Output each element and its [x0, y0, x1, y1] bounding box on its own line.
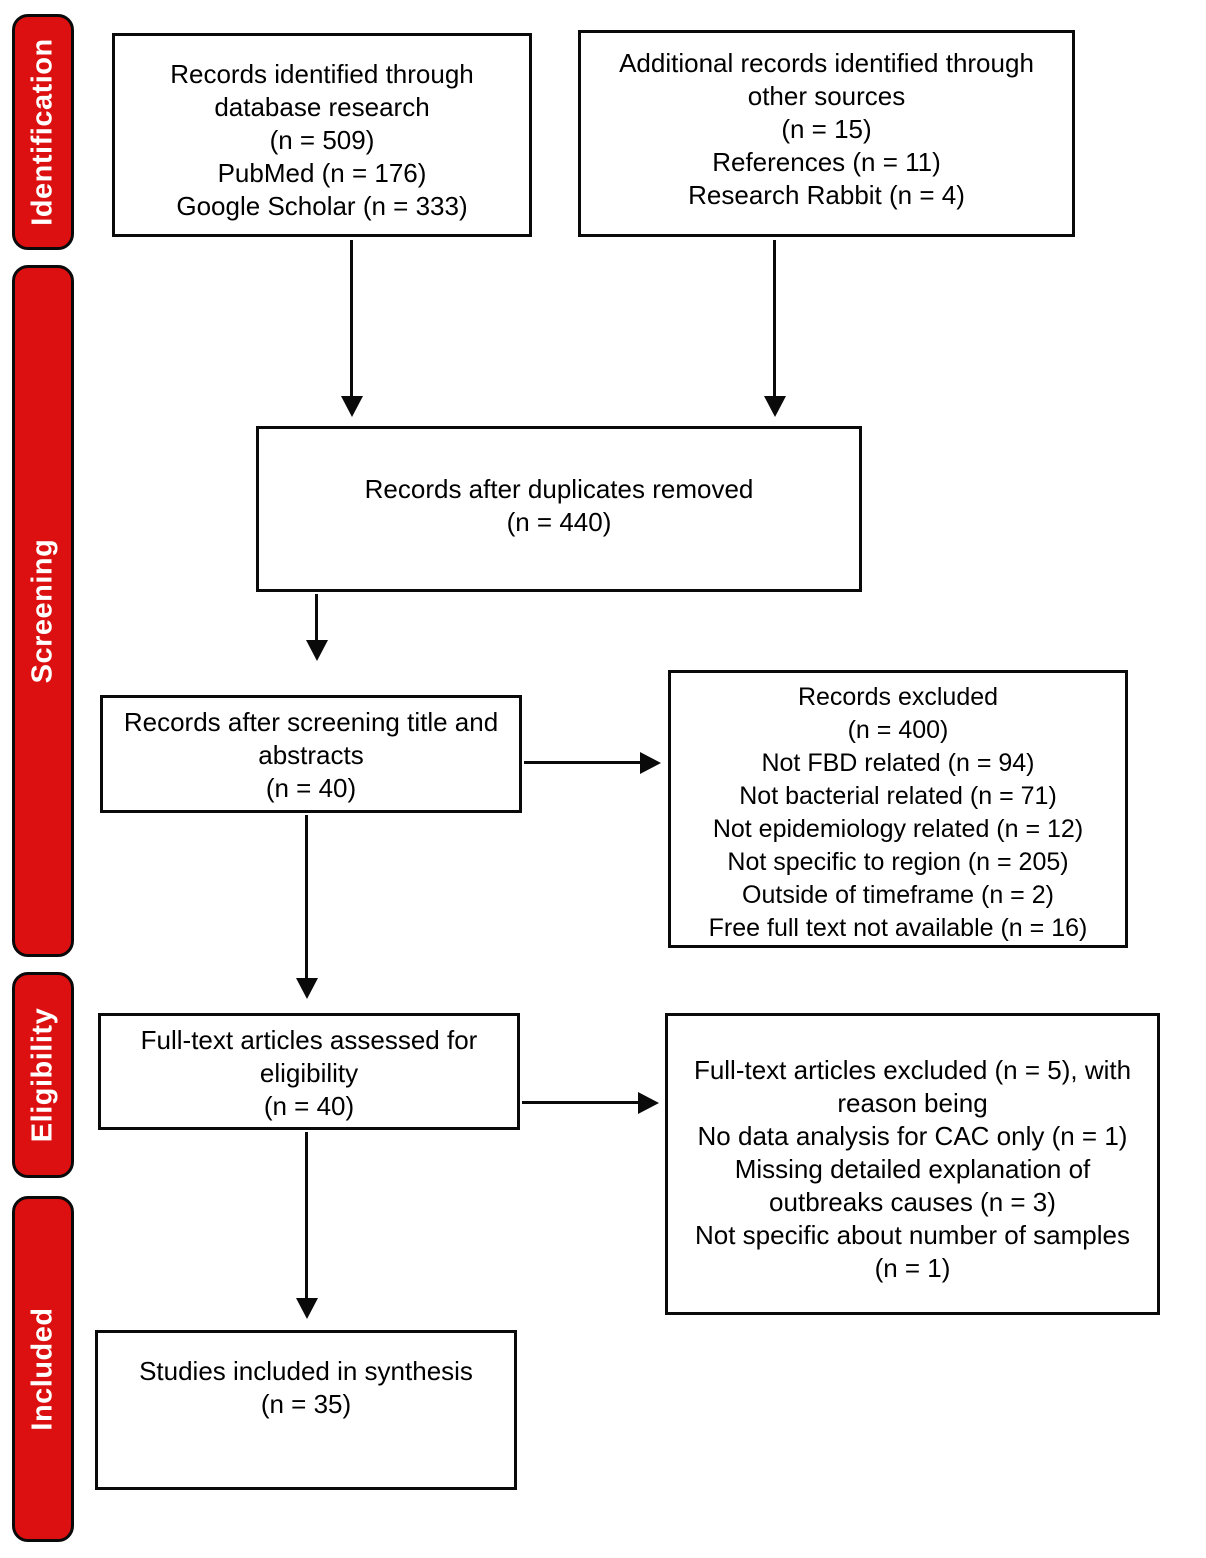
box-line: Not bacterial related (n = 71): [739, 782, 1057, 810]
box-line: (n = 40): [263, 1091, 355, 1121]
arrow-line-additional-to-duplicates: [773, 240, 776, 398]
stage-bar-identification: Identification: [12, 14, 74, 250]
box-line: (n = 440): [506, 507, 612, 537]
box-records-excluded: Records excluded (n = 400) Not FBD relat…: [668, 670, 1128, 948]
arrowhead-eligibility-to-excluded: [638, 1092, 659, 1114]
box-included-synthesis: Studies included in synthesis (n = 35): [95, 1330, 517, 1490]
box-line: (n = 1): [874, 1253, 951, 1283]
arrowhead-additional-to-duplicates: [764, 396, 786, 417]
box-line: Not specific about number of samples: [695, 1220, 1130, 1250]
box-line: (n = 509): [269, 125, 375, 155]
box-line: eligibility: [259, 1058, 359, 1088]
box-line: Google Scholar (n = 333): [176, 191, 468, 221]
box-line: other sources: [747, 81, 906, 111]
box-line: Studies included in synthesis: [139, 1356, 473, 1386]
box-line: (n = 15): [781, 114, 872, 144]
box-screened-title-abstract: Records after screening title and abstra…: [100, 695, 522, 813]
box-line: Records excluded: [797, 683, 999, 711]
box-line: Outside of timeframe (n = 2): [742, 881, 1054, 909]
stage-bar-screening: Screening: [12, 265, 74, 957]
box-line: Research Rabbit (n = 4): [688, 180, 965, 210]
box-line: Full-text articles excluded (n = 5), wit…: [693, 1055, 1132, 1085]
box-line: PubMed (n = 176): [217, 158, 427, 188]
box-fulltext-assessed: Full-text articles assessed for eligibil…: [98, 1013, 520, 1130]
box-line: abstracts: [258, 740, 364, 770]
box-line: Full-text articles assessed for: [140, 1025, 478, 1055]
box-line: Not FBD related (n = 94): [761, 749, 1035, 777]
arrow-line-screening-to-excluded: [524, 761, 640, 764]
arrow-line-eligibility-to-included: [305, 1132, 308, 1300]
arrowhead-screening-to-eligibility: [296, 978, 318, 999]
box-line: Records after screening title and: [123, 707, 499, 737]
box-records-identified: Records identified through database rese…: [112, 33, 532, 237]
box-line: Records identified through: [170, 59, 474, 89]
box-line: database research: [214, 92, 430, 122]
box-line: Missing detailed explanation of: [734, 1154, 1091, 1184]
box-line: References (n = 11): [712, 147, 941, 177]
stage-bar-eligibility: Eligibility: [12, 972, 74, 1178]
box-line: (n = 400): [847, 716, 949, 744]
arrowhead-eligibility-to-included: [296, 1298, 318, 1319]
box-line: Free full text not available (n = 16): [708, 914, 1088, 942]
arrowhead-screening-to-excluded: [640, 752, 661, 774]
box-line: (n = 40): [265, 773, 357, 803]
box-line: Not epidemiology related (n = 12): [712, 815, 1084, 843]
box-line: reason being: [837, 1088, 988, 1118]
stage-label-included: Included: [26, 1307, 59, 1431]
arrowhead-identified-to-duplicates: [341, 396, 363, 417]
box-line: Not specific to region (n = 205): [727, 848, 1069, 876]
arrow-line-duplicates-to-screening: [315, 594, 318, 642]
arrow-line-screening-to-eligibility: [305, 815, 308, 980]
box-line: outbreaks causes (n = 3): [769, 1187, 1056, 1217]
stage-label-identification: Identification: [26, 38, 59, 226]
arrow-line-identified-to-duplicates: [350, 240, 353, 398]
arrow-line-eligibility-to-excluded: [522, 1101, 638, 1104]
box-fulltext-excluded: Full-text articles excluded (n = 5), wit…: [665, 1013, 1160, 1315]
box-additional-records: Additional records identified through ot…: [578, 30, 1075, 237]
stage-bar-included: Included: [12, 1196, 74, 1542]
box-line: Additional records identified through: [619, 48, 1034, 78]
stage-label-screening: Screening: [26, 538, 59, 684]
stage-label-eligibility: Eligibility: [26, 1007, 59, 1143]
arrowhead-duplicates-to-screening: [306, 640, 328, 661]
box-line: (n = 35): [260, 1389, 352, 1419]
box-duplicates-removed: Records after duplicates removed (n = 44…: [256, 426, 862, 592]
box-line: No data analysis for CAC only (n = 1): [697, 1121, 1128, 1151]
box-line: Records after duplicates removed: [364, 474, 754, 504]
